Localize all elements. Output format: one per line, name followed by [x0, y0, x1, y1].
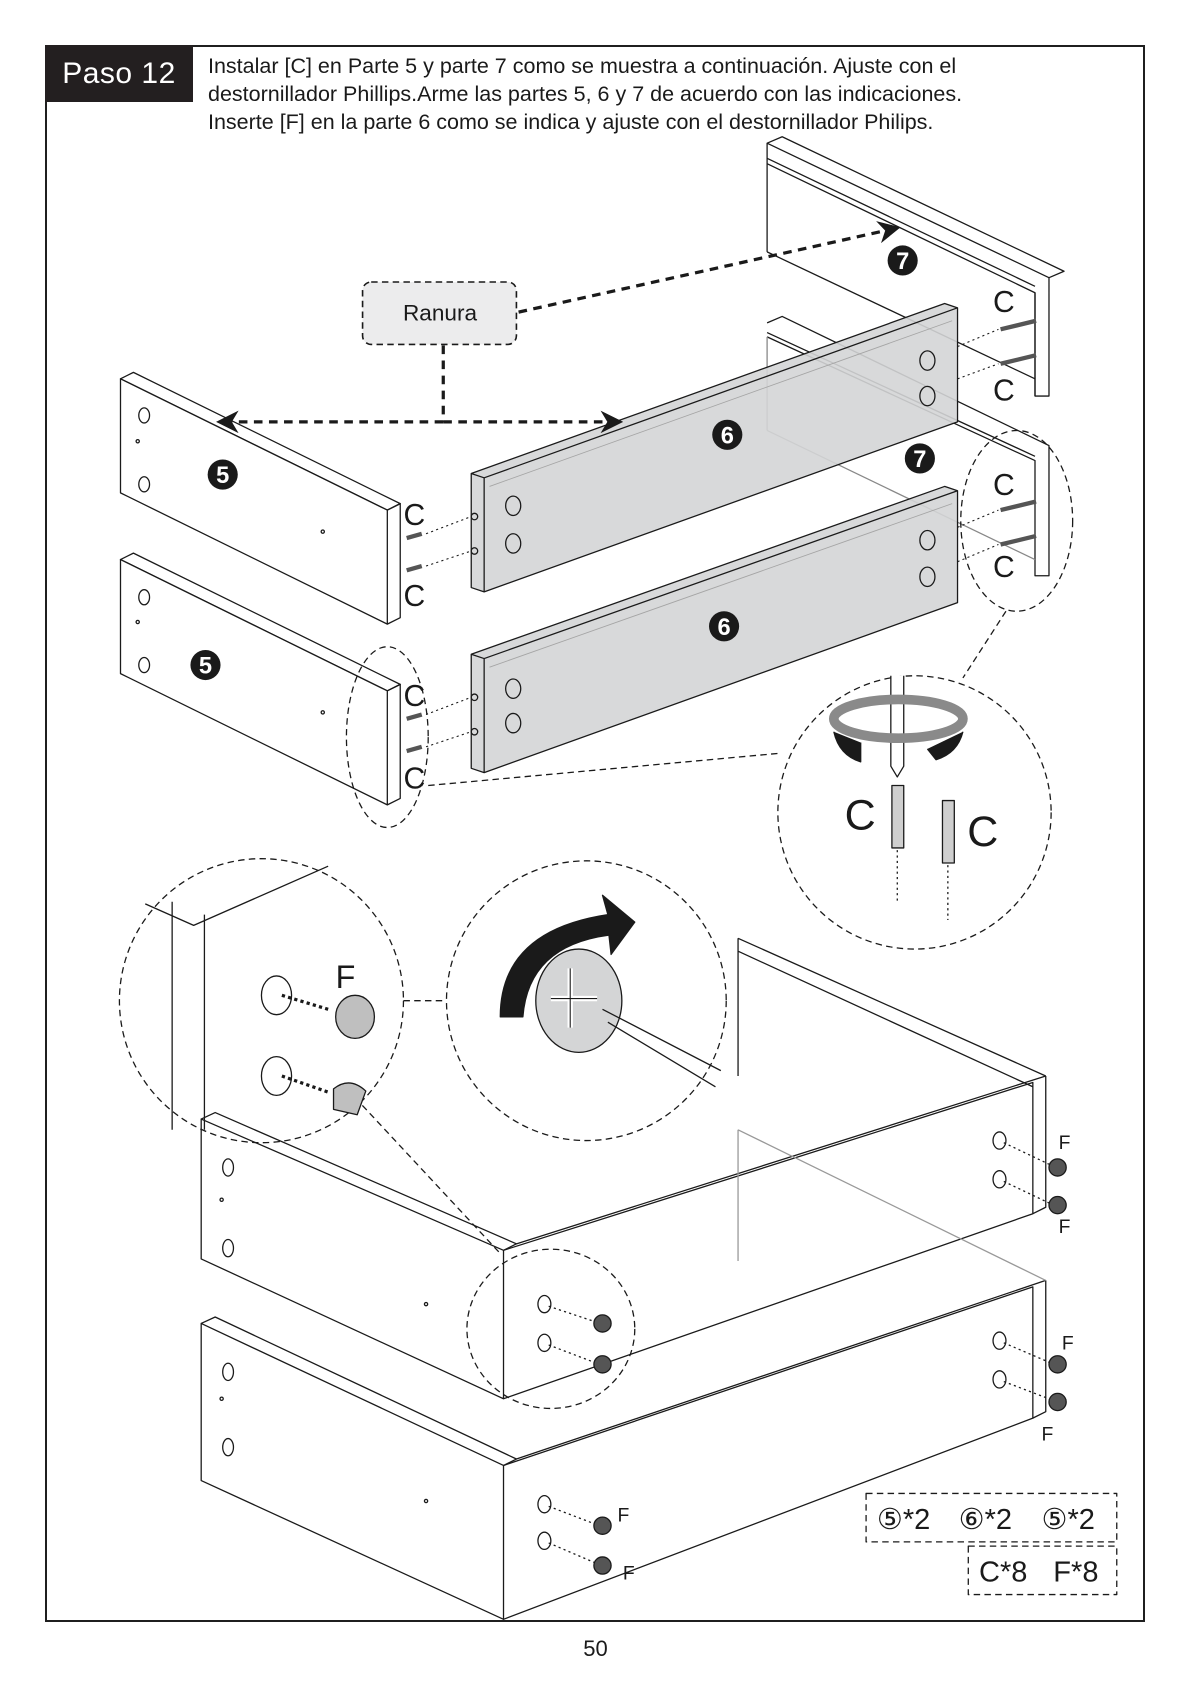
part-6-upper [470, 302, 959, 593]
page-frame [45, 45, 1145, 1622]
screwdriver-cam-bolt-detail [828, 675, 968, 921]
c-label: C [403, 680, 425, 713]
step-instructions: Instalar [C] en Parte 5 y parte 7 como s… [208, 52, 1138, 136]
c-label-detail: C [967, 808, 998, 856]
parts-list-panel-item: ⑥*2 [959, 1504, 1012, 1536]
parts-list-hardware-item: C*8 [979, 1557, 1027, 1589]
part-5-upper [119, 371, 401, 625]
cam-bolt-labels: C C C C C C C C C C [403, 286, 1014, 856]
part-6-label-upper: 6 [721, 423, 734, 449]
ranura-callout-arrows [216, 221, 901, 434]
part-7-top [766, 136, 1065, 397]
parts-list-boxes [865, 1492, 1118, 1596]
detail-circles-top [345, 429, 1074, 950]
assembled-drawer-bottom [200, 1129, 1047, 1620]
f-label: F [1062, 1332, 1074, 1354]
f-label-detail: F [336, 959, 356, 995]
instruction-line: destornillador Phillips.Arme las partes … [208, 82, 963, 106]
detail-circles-bottom [118, 858, 727, 1410]
c-label: C [993, 469, 1015, 502]
part-5-lower [119, 552, 401, 806]
part-7-label-upper: 7 [896, 249, 909, 275]
f-label: F [623, 1563, 635, 1585]
part-number-badges: 5 5 6 6 7 7 [190, 245, 935, 681]
c-label: C [993, 374, 1015, 407]
part-7-label-lower: 7 [913, 447, 926, 473]
c-label: C [403, 580, 425, 613]
cam-lock-labels: F F F F F F F [336, 959, 1074, 1585]
page-number: 50 [583, 1636, 608, 1661]
f-label: F [1041, 1424, 1053, 1446]
f-label: F [1059, 1132, 1071, 1154]
c-label: C [993, 551, 1015, 584]
part-6-label-lower: 6 [717, 615, 730, 641]
f-label: F [618, 1504, 630, 1526]
c-label: C [403, 763, 425, 796]
part-5-label-upper: 5 [216, 463, 229, 489]
instruction-line: Instalar [C] en Parte 5 y parte 7 como s… [208, 54, 957, 78]
c-label: C [403, 499, 425, 532]
part-5-label-lower: 5 [199, 654, 212, 680]
parts-list-hardware-item: F*8 [1053, 1557, 1098, 1589]
assembled-drawer-top [200, 937, 1047, 1400]
parts-list-panel-item: ⑤*2 [1041, 1504, 1094, 1536]
ranura-label: Ranura [403, 301, 477, 326]
c-label: C [993, 286, 1015, 319]
c-label-detail: C [845, 792, 876, 840]
cam-locks-group [537, 1131, 1067, 1575]
step-label: Paso 12 [45, 45, 193, 102]
f-label: F [1059, 1216, 1071, 1238]
parts-list: ⑤*2 ⑥*2 ⑤*2 C*8 F*8 [877, 1504, 1099, 1589]
cam-bolts-group [406, 318, 1037, 754]
instruction-line: Inserte [F] en la parte 6 como se indica… [208, 110, 934, 134]
parts-list-panel-item: ⑤*2 [877, 1504, 930, 1536]
